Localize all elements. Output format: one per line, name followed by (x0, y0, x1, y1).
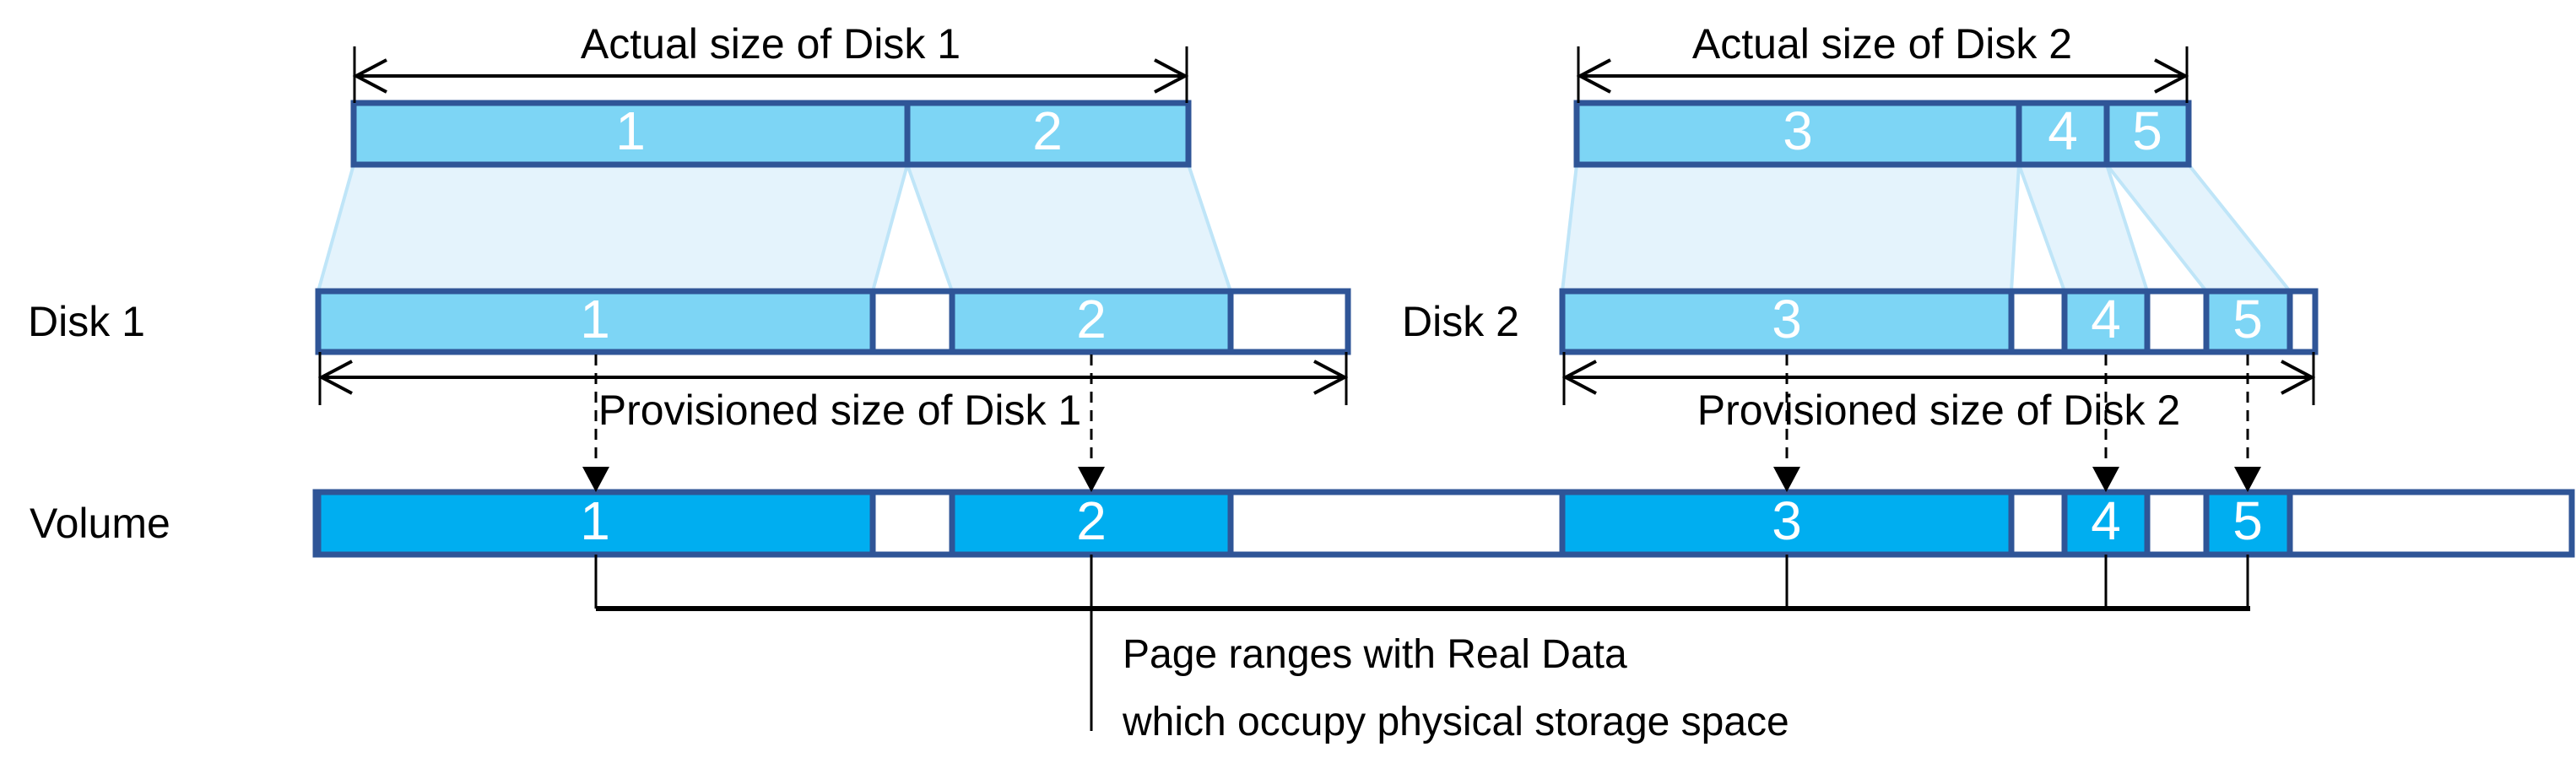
actual-size-title-disk2: Actual size of Disk 2 (1691, 20, 2073, 68)
disk1-num-2: 2 (1076, 289, 1107, 350)
actual-size-title-disk1: Actual size of Disk 1 (580, 20, 961, 68)
disk2-segment-4 (2061, 288, 2151, 355)
volume-label: Volume (30, 500, 170, 547)
actual-size-bar-disk2 (1573, 100, 2192, 168)
funnel-shapes (316, 163, 2294, 293)
disk1-label: Disk 1 (28, 298, 145, 345)
provisioned-size-arrow-disk1 (317, 352, 1349, 405)
page-ranges-bracket (594, 555, 2250, 731)
actual-bar-num-3: 3 (1783, 100, 1813, 162)
actual-bar-num-5: 5 (2132, 100, 2162, 162)
disk1-num-1: 1 (580, 289, 610, 350)
actual-size-bar-disk1 (350, 100, 1192, 168)
volume-num-2: 2 (1076, 490, 1107, 552)
disk1-segment-1 (315, 288, 876, 355)
disk2-segment-3 (1559, 288, 2015, 355)
actual-size-arrow-disk2 (1576, 46, 2189, 103)
disk2-num-3: 3 (1772, 289, 1802, 350)
disk2-bar (1559, 288, 2319, 355)
drop-arrow-seg4 (2092, 355, 2119, 492)
actual-size-arrow-disk1 (352, 46, 1189, 103)
volume-segment-5 (2203, 489, 2293, 558)
volume-num-5: 5 (2232, 490, 2263, 552)
volume-segment-4 (2061, 489, 2151, 558)
disk2-num-4: 4 (2091, 289, 2121, 350)
volume-segment-1 (315, 489, 876, 558)
volume-num-4: 4 (2091, 490, 2121, 552)
disk1-bar (315, 288, 1351, 355)
actual-bar-num-1: 1 (615, 100, 646, 162)
provisioned-size-arrow-disk2 (1561, 352, 2316, 405)
disk2-num-5: 5 (2232, 289, 2263, 350)
drop-arrow-seg3 (1773, 355, 1800, 492)
funnel-disk2-seg3 (1560, 163, 2021, 293)
drop-arrow-seg2 (1078, 355, 1105, 492)
volume-bar (312, 489, 2575, 558)
volume-num-1: 1 (580, 490, 610, 552)
volume-segment-2 (949, 489, 1234, 558)
actual-bar-disk2-body (1573, 100, 2192, 168)
volume-num-3: 3 (1772, 490, 1802, 552)
provisioned-size-label-disk1: Provisioned size of Disk 1 (598, 387, 1082, 434)
funnel-disk1-seg2 (905, 163, 1233, 293)
disk2-label: Disk 2 (1402, 298, 1519, 345)
actual-bar-num-4: 4 (2048, 100, 2078, 162)
funnel-disk1-seg1 (316, 163, 910, 293)
disk2-segment-5 (2203, 288, 2293, 355)
drop-arrow-seg5 (2234, 355, 2261, 492)
annotation-line-2: which occupy physical storage space (1123, 700, 1789, 744)
drop-arrow-seg1 (582, 355, 609, 492)
actual-bar-num-2: 2 (1032, 100, 1063, 162)
annotation-line-1: Page ranges with Real Data (1123, 632, 1627, 677)
segment-drop-arrows (582, 355, 2261, 492)
provisioned-size-label-disk2: Provisioned size of Disk 2 (1697, 387, 2181, 434)
disk1-segment-2 (949, 288, 1234, 355)
page-ranges-annotation: Page ranges with Real Data which occupy … (1123, 621, 1789, 756)
actual-bar-disk1-body (350, 100, 1192, 168)
